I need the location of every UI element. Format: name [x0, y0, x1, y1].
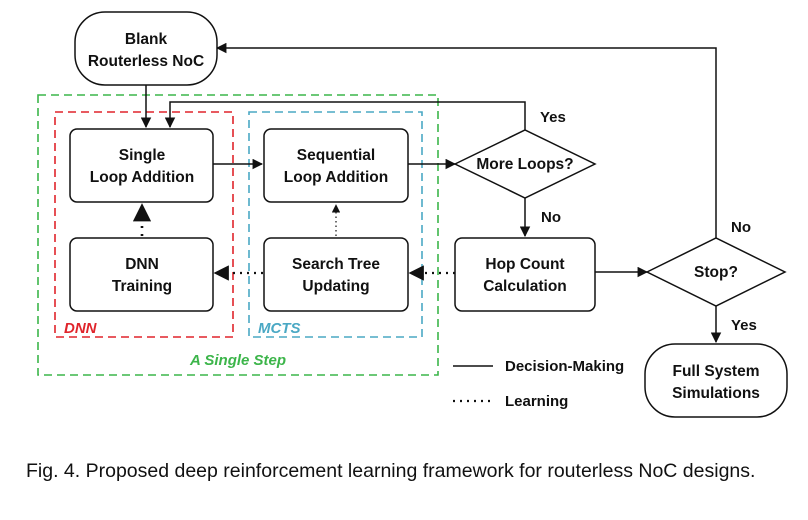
node-more-loops-decision: More Loops?	[453, 129, 597, 199]
mcts-region	[248, 111, 423, 338]
framework-diagram: DNN MCTS A Single Step Blank	[37, 11, 788, 418]
node-search-tree-updating: Search Tree Updating	[263, 237, 409, 312]
single-step-region	[37, 94, 439, 376]
stop-no-label: No	[731, 219, 751, 236]
full-system-line-2: Simulations	[672, 385, 760, 402]
search-tree-line-2: Updating	[302, 278, 369, 295]
stop-yes-label: Yes	[731, 317, 757, 334]
edge-more-loops-yes	[164, 101, 526, 130]
dnn-training-line-2: Training	[112, 278, 172, 295]
single-step-region-label: A Single Step	[189, 352, 286, 369]
full-system-line-1: Full System	[673, 363, 760, 380]
edge-stop-no	[215, 42, 717, 238]
stop-label: Stop?	[694, 264, 738, 281]
dnn-region-label: DNN	[64, 320, 98, 337]
blank-noc-line-1: Blank	[125, 31, 168, 48]
more-loops-label: More Loops?	[476, 156, 573, 173]
legend-decision-making: Decision-Making	[505, 358, 624, 375]
node-dnn-training: DNN Training	[69, 237, 214, 312]
hop-count-line-2: Calculation	[483, 278, 567, 295]
search-tree-line-1: Search Tree	[292, 256, 380, 273]
mcts-region-label: MCTS	[258, 320, 301, 337]
node-blank-noc: Blank Routerless NoC	[74, 11, 218, 86]
node-full-system-simulations: Full System Simulations	[644, 343, 788, 418]
node-hop-count-calculation: Hop Count Calculation	[454, 237, 596, 312]
legend-learning: Learning	[505, 393, 568, 410]
single-loop-line-1: Single	[119, 147, 166, 164]
sequential-loop-line-2: Loop Addition	[284, 169, 388, 186]
dnn-training-line-1: DNN	[125, 256, 159, 273]
blank-noc-line-2: Routerless NoC	[88, 53, 204, 70]
more-loops-yes-label: Yes	[540, 109, 566, 126]
legend: Decision-Making Learning	[453, 358, 624, 410]
figure-caption: Fig. 4. Proposed deep reinforcement lear…	[26, 460, 756, 482]
more-loops-no-label: No	[541, 209, 561, 226]
single-loop-line-2: Loop Addition	[90, 169, 194, 186]
node-sequential-loop-addition: Sequential Loop Addition	[263, 128, 409, 203]
hop-count-line-1: Hop Count	[485, 256, 564, 273]
decision-edges	[140, 42, 722, 344]
dnn-region	[54, 111, 234, 338]
node-stop-decision: Stop?	[645, 237, 787, 307]
sequential-loop-line-1: Sequential	[297, 147, 375, 164]
node-single-loop-addition: Single Loop Addition	[69, 128, 214, 203]
